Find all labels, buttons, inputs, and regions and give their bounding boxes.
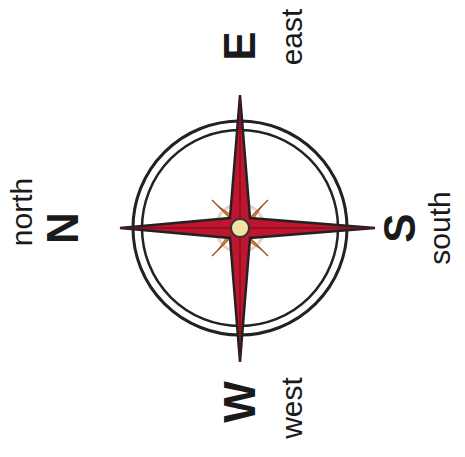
direction-word: west xyxy=(277,377,307,439)
direction-letter: E xyxy=(218,31,262,60)
center-dot xyxy=(231,219,249,237)
direction-letter: N xyxy=(41,212,85,244)
direction-letter: W xyxy=(218,381,262,423)
direction-word: east xyxy=(277,9,307,66)
direction-word: north xyxy=(7,178,37,246)
direction-letter: S xyxy=(378,213,422,242)
cardinal-star xyxy=(120,95,375,362)
star-ridge xyxy=(120,95,375,362)
direction-word: south xyxy=(425,191,455,264)
